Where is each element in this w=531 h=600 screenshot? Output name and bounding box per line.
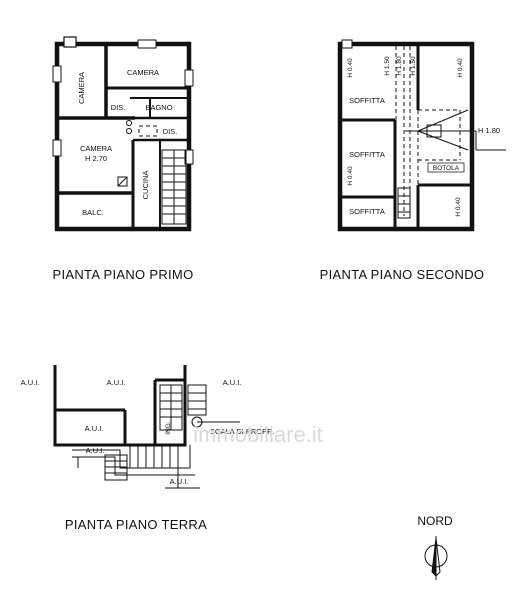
scala-di-proprieta [187, 384, 240, 428]
north-label: NORD [417, 514, 453, 528]
room-label-cucina: CUCINA [141, 171, 150, 200]
title-first-floor: PIANTA PIANO PRIMO [53, 267, 194, 282]
first-floor-plan: CAMERA CAMERA DIS. BAGNO DIS. CAMERA H 2… [52, 36, 194, 232]
height-label-h040-top-right: H 0.40 [457, 58, 464, 78]
title-second-floor: PIANTA PIANO SECONDO [320, 267, 485, 282]
aui-label-far-left: A.U.I. [21, 378, 40, 387]
first-floor-stairs [161, 149, 187, 225]
aui-label-lower: A.U.I. [86, 446, 105, 455]
height-label-h150-a: H 1.50 [384, 56, 391, 76]
north-arrow-icon [424, 536, 448, 580]
room-label-dis-upper: DIS. [111, 103, 126, 112]
label-botola: BOTOLA [433, 165, 460, 172]
room-height-camera-main: H 2.70 [85, 154, 107, 163]
ground-floor-plan: A.U.I. A.U.I. A.U.I. A.U.I. A.U.I. A.U.I… [21, 365, 275, 489]
room-label-soffitta-mid: SOFFITTA [349, 150, 385, 159]
aui-label-room: A.U.I. [85, 424, 104, 433]
room-label-bagno: BAGNO [145, 103, 172, 112]
title-ground-floor: PIANTA PIANO TERRA [65, 517, 207, 532]
height-label-h180-side: H 1.80 [478, 126, 500, 135]
height-label-h040-top-left: H 0.40 [347, 58, 354, 78]
botola-hatch [405, 109, 506, 173]
label-ing: ING. [165, 421, 172, 435]
watermark: immobiliare.it [193, 422, 323, 447]
aui-label-bottom: A.U.I. [170, 477, 189, 486]
second-floor-plan: SOFFITTA SOFFITTA SOFFITTA BOTOLA H 0.40… [337, 39, 506, 232]
ground-floor-entry-stairs [159, 384, 183, 431]
room-label-soffitta-top: SOFFITTA [349, 96, 385, 105]
room-label-camera-top: CAMERA [127, 68, 159, 77]
room-label-dis-lower: DIS. [163, 127, 178, 136]
room-label-camera-main: CAMERA [80, 144, 112, 153]
ground-floor-lower-stairs [72, 445, 200, 489]
height-label-h180-top: H 1.80 [396, 56, 403, 76]
aui-label-center: A.U.I. [107, 378, 126, 387]
height-label-h040-bottom-right: H 0.40 [455, 197, 462, 217]
room-label-balc: BALC. [82, 208, 104, 217]
first-floor-outer-wall [54, 41, 192, 232]
height-label-h040-mid-left: H 0.40 [347, 166, 354, 186]
aui-label-right: A.U.I. [223, 378, 242, 387]
room-label-soffitta-bottom: SOFFITTA [349, 207, 385, 216]
second-floor-outer-wall [337, 41, 475, 232]
height-label-h150-b: H 1.50 [410, 56, 417, 76]
label-scala-di-proprieta: SCALA DI PROPR. [210, 427, 275, 436]
room-label-camera-left: CAMERA [77, 72, 86, 104]
